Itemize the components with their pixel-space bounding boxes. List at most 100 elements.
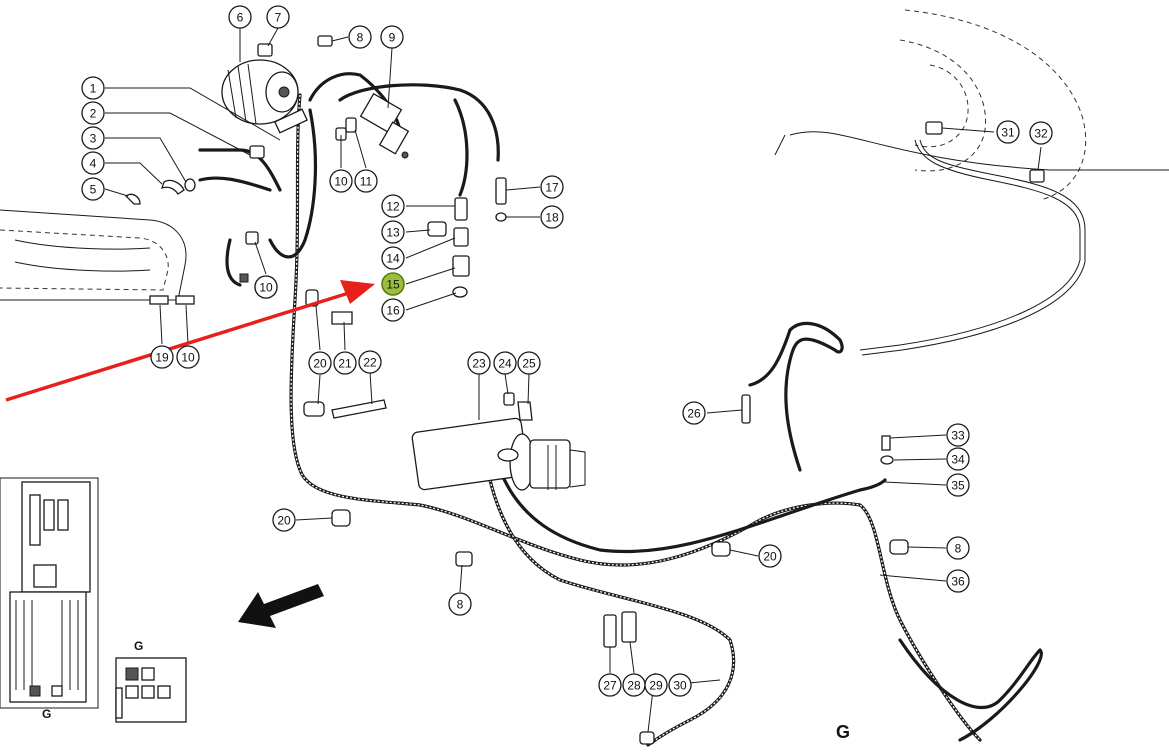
callout-circle — [81, 101, 105, 125]
callout-21: 21 — [333, 351, 357, 375]
callout-circle — [329, 169, 353, 193]
leader-lines — [104, 27, 1042, 733]
callout-26: 26 — [682, 401, 706, 425]
callout-circle — [598, 673, 622, 697]
callout-circle — [354, 169, 378, 193]
callout-20: 20 — [308, 351, 332, 375]
callout-circle — [266, 5, 290, 29]
callout-label: 10 — [334, 175, 348, 189]
callout-18: 18 — [540, 205, 564, 229]
callout-label: 14 — [386, 252, 400, 266]
callout-label: 20 — [277, 514, 291, 528]
callout-34: 34 — [946, 447, 970, 471]
callout-label: 31 — [1001, 126, 1015, 140]
callout-label: 15 — [386, 278, 400, 292]
callout-circle — [81, 76, 105, 100]
callout-label: 19 — [155, 351, 169, 365]
callout-label: 1 — [90, 82, 97, 96]
callout-circle — [946, 569, 970, 593]
view-label-inset-left: G — [42, 707, 51, 721]
callout-label: 24 — [498, 357, 512, 371]
callout-9: 9 — [380, 25, 404, 49]
callout-label: 9 — [389, 31, 396, 45]
callout-circle — [381, 220, 405, 244]
callout-6: 6 — [228, 5, 252, 29]
callout-circle — [348, 25, 372, 49]
callout-circle — [540, 175, 564, 199]
callout-label: 35 — [951, 479, 965, 493]
callout-circle — [540, 205, 564, 229]
callout-label: 33 — [951, 429, 965, 443]
callout-circle — [493, 351, 517, 375]
callout-8: 8 — [348, 25, 372, 49]
callout-label: 20 — [313, 357, 327, 371]
callout-circle — [644, 673, 668, 697]
view-label-inset-right: G — [134, 639, 143, 653]
wiring-harness — [198, 72, 1086, 747]
callout-10: 10 — [176, 345, 200, 369]
callout-circle — [946, 536, 970, 560]
callout-8: 8 — [448, 592, 472, 616]
callout-20: 20 — [758, 544, 782, 568]
callout-14: 14 — [381, 246, 405, 270]
callout-3: 3 — [81, 126, 105, 150]
callout-circle — [996, 120, 1020, 144]
callout-label: 17 — [545, 181, 559, 195]
callout-circle — [758, 544, 782, 568]
callout-circle — [150, 345, 174, 369]
callout-36: 36 — [946, 569, 970, 593]
callout-label: 25 — [522, 357, 536, 371]
callout-25: 25 — [517, 351, 541, 375]
callout-circle — [358, 350, 382, 374]
callout-33: 33 — [946, 423, 970, 447]
callout-label: 28 — [627, 679, 641, 693]
callout-circle — [381, 246, 405, 270]
callout-label: 16 — [386, 304, 400, 318]
callout-27: 27 — [598, 673, 622, 697]
callout-circle — [946, 423, 970, 447]
callout-circle — [682, 401, 706, 425]
callout-circle — [272, 508, 296, 532]
callout-label: 10 — [181, 351, 195, 365]
callout-23: 23 — [467, 351, 491, 375]
callout-label: 7 — [275, 11, 282, 25]
callout-28: 28 — [622, 673, 646, 697]
callout-29: 29 — [644, 673, 668, 697]
callout-label: 18 — [545, 211, 559, 225]
valve-cover-left — [0, 209, 187, 301]
callout-10: 10 — [329, 169, 353, 193]
callout-8: 8 — [946, 536, 970, 560]
callout-label: 8 — [457, 598, 464, 612]
callout-label: 12 — [386, 200, 400, 214]
callout-circle — [381, 194, 405, 218]
callout-1: 1 — [81, 76, 105, 100]
callout-label: 27 — [603, 679, 617, 693]
callout-circle — [381, 298, 405, 322]
callout-15: 15 — [381, 272, 405, 296]
callout-5: 5 — [81, 177, 105, 201]
callout-label: 6 — [237, 11, 244, 25]
callout-16: 16 — [381, 298, 405, 322]
engine-outline-right — [774, 9, 1169, 201]
callout-circle — [81, 151, 105, 175]
callout-circle — [517, 351, 541, 375]
callout-label: 10 — [259, 281, 273, 295]
callout-label: 11 — [360, 175, 373, 189]
callout-circle — [81, 177, 105, 201]
callout-circle — [176, 345, 200, 369]
callout-label: 29 — [649, 679, 663, 693]
callout-19: 19 — [150, 345, 174, 369]
callout-circle — [228, 5, 252, 29]
callout-label: 13 — [386, 226, 400, 240]
callout-circle — [946, 473, 970, 497]
callout-label: 20 — [763, 550, 777, 564]
inset-view-panel — [0, 477, 187, 723]
callout-10: 10 — [254, 275, 278, 299]
callout-label: 8 — [357, 31, 364, 45]
callout-circle — [333, 351, 357, 375]
callout-label: 23 — [472, 357, 486, 371]
callout-17: 17 — [540, 175, 564, 199]
callout-2: 2 — [81, 101, 105, 125]
callout-label: 21 — [338, 357, 352, 371]
callout-label: 36 — [951, 575, 965, 589]
